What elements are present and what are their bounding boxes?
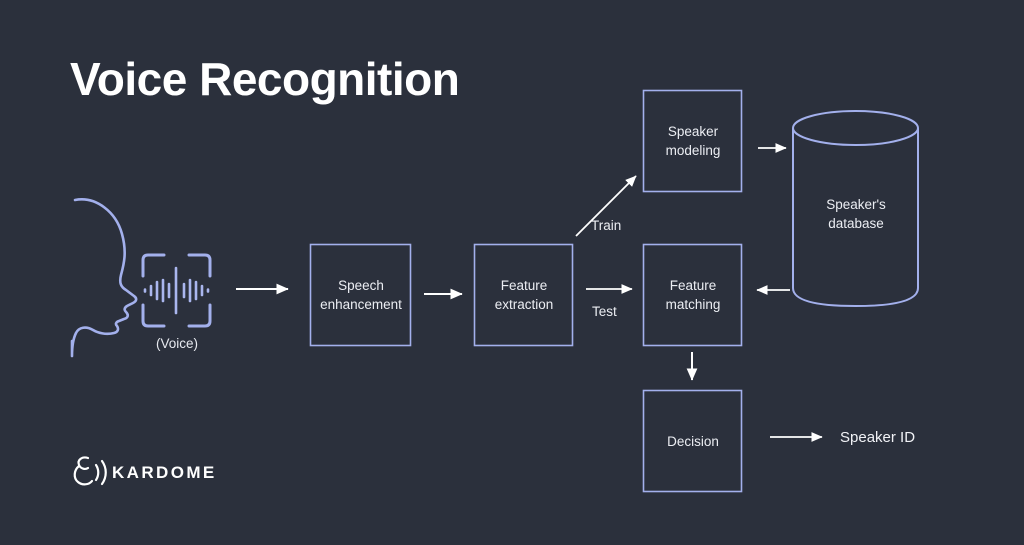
edge-label-test: Test [592,304,617,319]
node-speaker-modeling [642,89,743,193]
node-speaker-modeling-hit[interactable] [643,90,742,192]
node-speech-enhancement [309,243,412,347]
brand-logo-hit[interactable] [72,452,206,490]
voice-caption: (Voice) [155,336,199,351]
node-decision-hit[interactable] [643,390,742,492]
voice-icon-hit[interactable] [143,255,211,327]
kardome-sound-mark-icon [73,456,107,486]
node-feature-extraction-hit[interactable] [474,244,573,346]
edge-feature-to-modeling [575,175,637,237]
edge-label-train: Train [591,218,622,233]
node-feature-extraction [473,243,574,347]
node-speakers-database [792,110,919,308]
node-speakers-database-hit[interactable] [793,111,919,307]
output-label-speaker-id: Speaker ID [840,429,916,446]
brand-wordmark: KARDOME [112,463,217,482]
node-feature-matching [642,243,743,347]
node-feature-matching-hit[interactable] [643,244,742,346]
voice-waveform-icon [141,253,212,328]
page-title: Voice Recognition [70,53,460,105]
node-decision [642,389,743,493]
face-profile-icon [70,198,138,358]
node-speech-enhancement-hit[interactable] [310,244,411,346]
